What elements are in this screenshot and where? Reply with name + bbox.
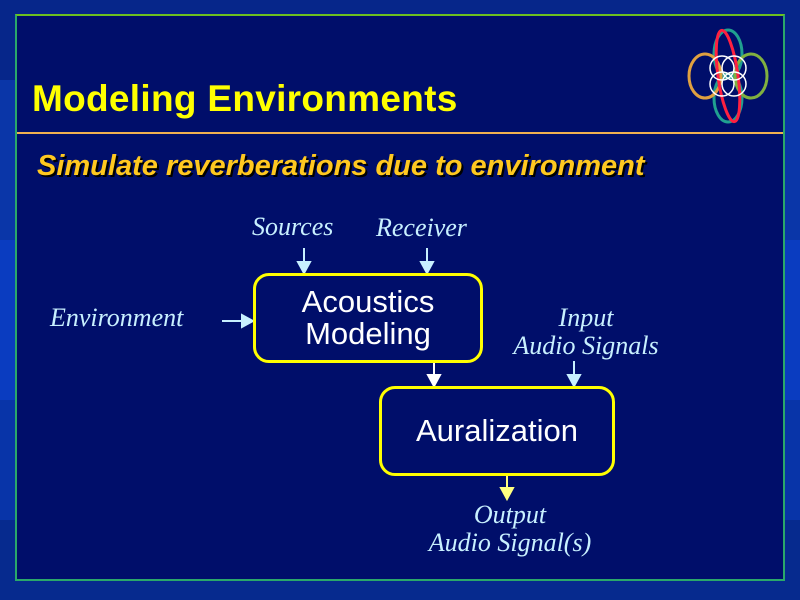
sources-arrow — [296, 248, 312, 276]
auralization-box: Auralization — [379, 386, 615, 476]
output-arrow — [499, 474, 515, 502]
auralization-label: Auralization — [416, 413, 578, 448]
title-divider — [17, 132, 783, 134]
slide-title: Modeling Environments — [32, 78, 458, 119]
slide-subtitle: Simulate reverberations due to environme… — [37, 150, 645, 182]
output-line1: Output — [473, 500, 547, 529]
environment-label: Environment — [50, 303, 184, 332]
environment-arrow — [222, 313, 256, 329]
acoustics-line2: Modeling — [305, 316, 431, 351]
input-audio-line1: Input — [558, 303, 614, 332]
receiver-arrow — [419, 248, 435, 276]
acoustics-line1: Acoustics — [301, 284, 435, 319]
acoustics-to-auralization-arrow — [426, 362, 442, 389]
logo-icon — [687, 28, 769, 124]
input-audio-label: Input Audio Signals — [496, 304, 676, 360]
input-audio-arrow — [566, 361, 582, 389]
receiver-label: Receiver — [376, 213, 467, 242]
output-audio-label: Output Audio Signal(s) — [410, 501, 610, 557]
output-line2: Audio Signal(s) — [428, 528, 592, 557]
sources-label: Sources — [252, 212, 334, 241]
acoustics-modeling-box: Acoustics Modeling — [253, 273, 483, 363]
input-audio-line2: Audio Signals — [513, 331, 659, 360]
